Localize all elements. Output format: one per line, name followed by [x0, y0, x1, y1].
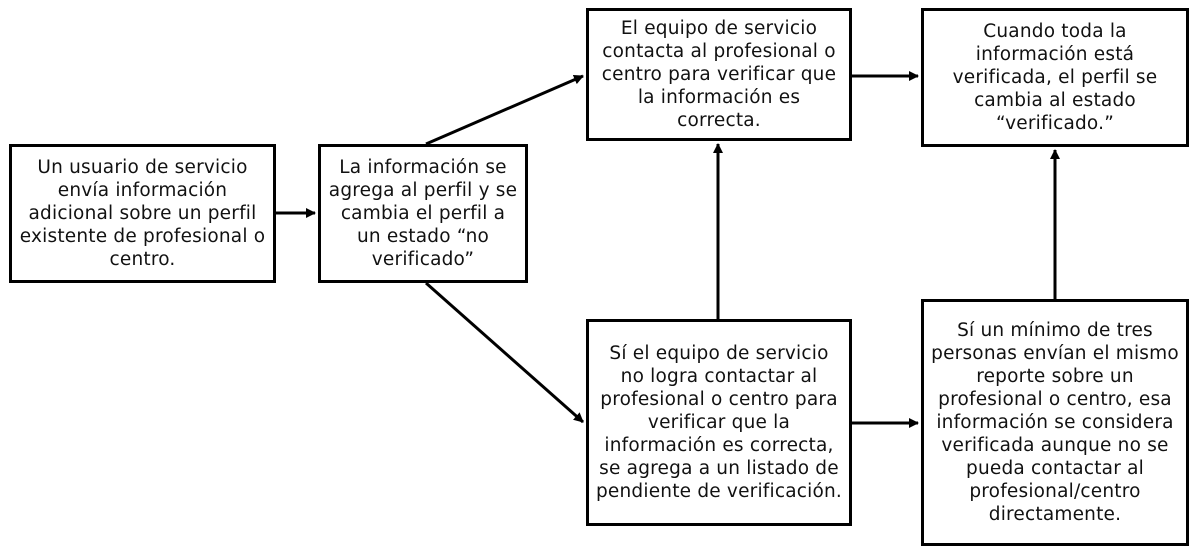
step-three-reports-box: Sí un mínimo de tres personas envían el … [921, 299, 1189, 546]
step-mark-verified-text: Cuando toda la información está verifica… [952, 21, 1158, 134]
step-mark-unverified-box: La información se agrega al perfil y se … [318, 144, 528, 283]
arrow-box2-to-box5 [425, 281, 584, 424]
step-mark-unverified-text: La información se agrega al perfil y se … [328, 157, 518, 270]
step-contact-provider-text: El equipo de servicio contacta al profes… [601, 18, 837, 131]
step-pending-list-box: Sí el equipo de servicio no logra contac… [586, 319, 852, 526]
step-mark-verified-box: Cuando toda la información está verifica… [921, 8, 1189, 147]
step-submit-info-text: Un usuario de servicio envía información… [19, 157, 266, 270]
step-submit-info-box: Un usuario de servicio envía información… [9, 144, 276, 283]
step-contact-provider-box: El equipo de servicio contacta al profes… [586, 8, 852, 141]
step-pending-list-text: Sí el equipo de servicio no logra contac… [595, 343, 843, 502]
arrow-box2-to-box3 [425, 74, 584, 146]
step-three-reports-text: Sí un mínimo de tres personas envían el … [931, 320, 1179, 525]
